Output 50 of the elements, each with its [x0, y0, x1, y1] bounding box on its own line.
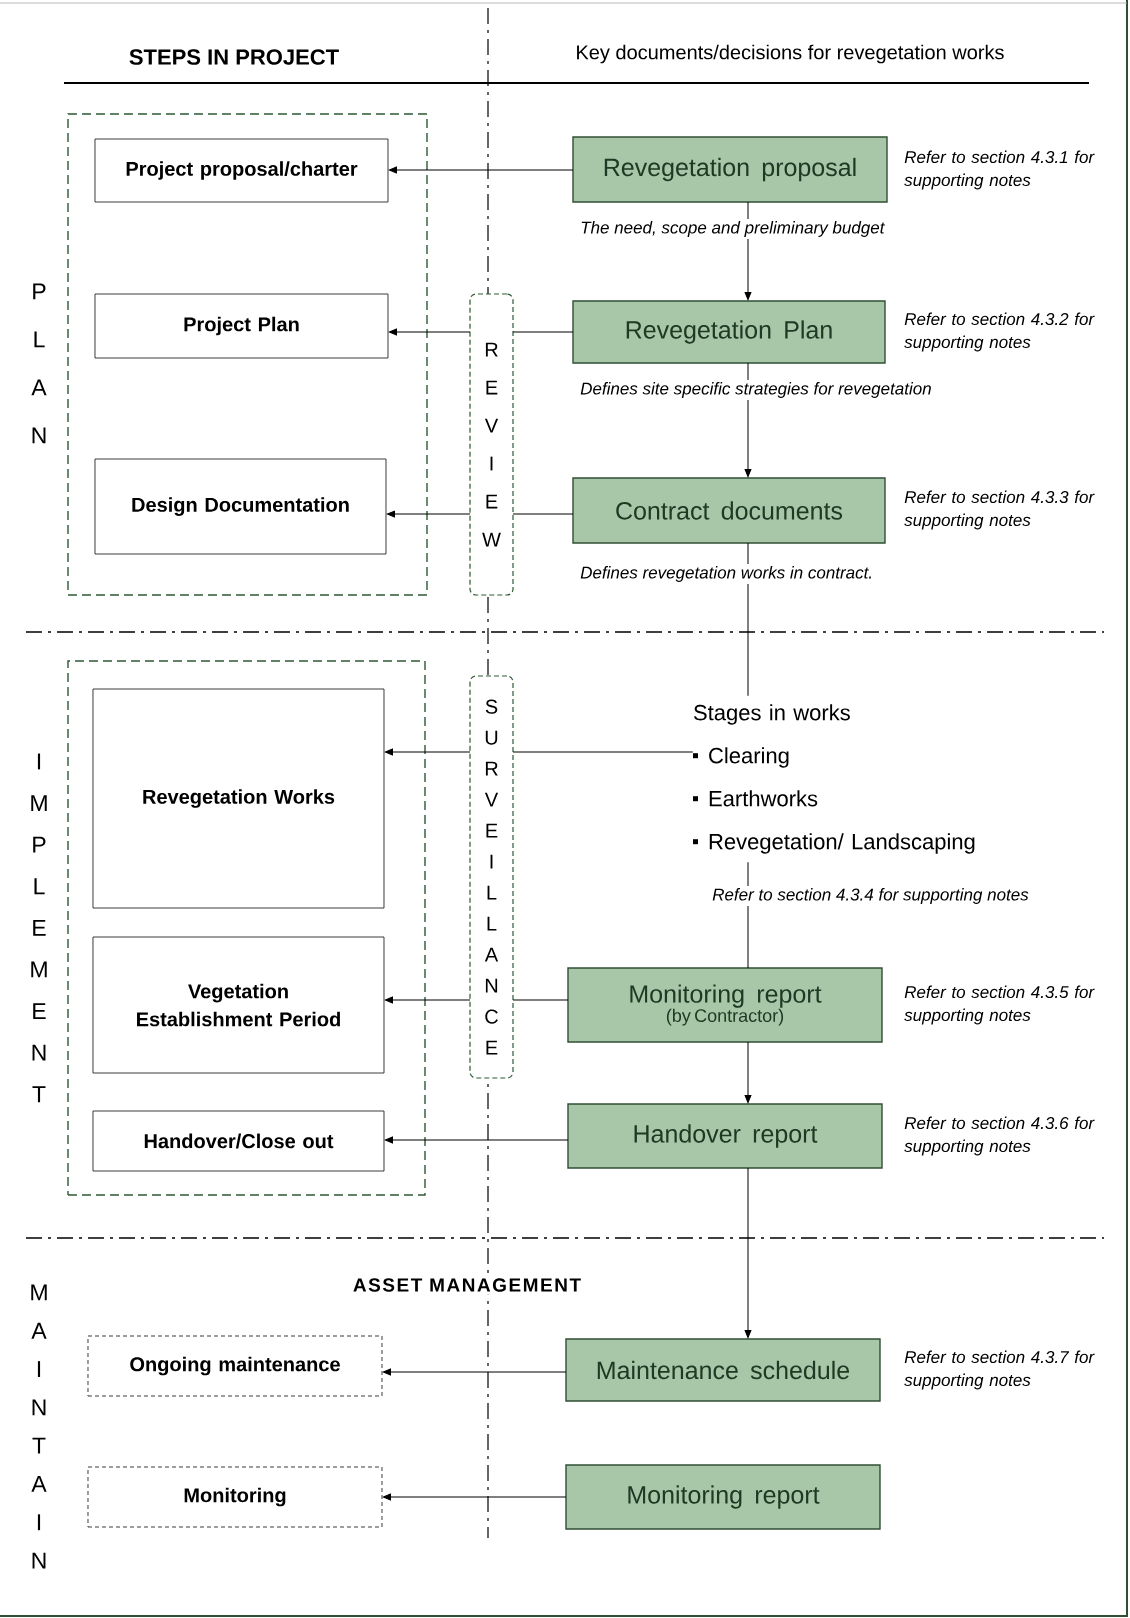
note-text: The need, scope and preliminary budget: [581, 221, 886, 237]
phase-label: PLAN: [31, 283, 47, 444]
phase-label: IMPLEMENT: [31, 753, 47, 1103]
section-heading: ASSET MANAGEMENT: [353, 1278, 581, 1292]
step-box: Design Documentation: [94, 458, 387, 555]
connector-line: [512, 513, 574, 515]
arrow: [388, 166, 574, 174]
vertical-label-box: REVIEW: [469, 293, 514, 596]
document-box: Maintenance schedule: [565, 1338, 881, 1402]
vertical-label-box: SURVEILLANCE: [469, 675, 514, 1079]
arrow: [384, 1136, 569, 1144]
arrow: [382, 1493, 567, 1501]
note-text: Refer to section 4.3.2 for supporting notes: [904, 312, 1095, 352]
arrow: [388, 328, 471, 336]
column-heading: Key documents/decisions for revegetation works: [577, 44, 1004, 64]
step-box: Project proposal/charter: [94, 138, 389, 203]
arrow: [744, 1041, 752, 1104]
step-box: Project Plan: [94, 293, 389, 359]
note-text: Refer to section 4.3.4 for supporting notes: [712, 888, 1029, 904]
dashed-group-box: [67, 113, 428, 596]
connector-line: [512, 751, 694, 753]
step-box: Ongoing maintenance: [87, 1335, 383, 1397]
note-text: Refer to section 4.3.3 for supporting notes: [904, 490, 1095, 530]
connector-line: [512, 999, 569, 1001]
document-box: Contract documents: [572, 477, 886, 544]
note-text: Refer to section 4.3.1 for supporting notes: [904, 150, 1095, 190]
arrow: [744, 1167, 752, 1339]
step-box: Handover/Close out: [92, 1110, 385, 1172]
document-box: Revegetation Plan: [572, 300, 886, 364]
stage-list: Stages in works Clearing Earthworks Revegetation/ Landscaping: [693, 704, 975, 854]
note-text: Refer to section 4.3.7 for supporting notes: [904, 1350, 1095, 1390]
document-box: Monitoring report (by Contractor): [567, 967, 883, 1043]
document-box: Revegetation proposal: [572, 136, 888, 203]
note-text: Refer to section 4.3.5 for supporting notes: [904, 985, 1095, 1025]
document-box: Monitoring report: [565, 1464, 881, 1530]
arrow: [384, 748, 471, 756]
arrow: [382, 1368, 567, 1376]
note-text: Defines revegetation works in contract.: [580, 566, 871, 582]
connector-line: [512, 331, 574, 333]
step-box: Monitoring: [87, 1466, 383, 1528]
arrow: [384, 996, 471, 1004]
step-box: Vegetation Establishment Period: [92, 936, 385, 1074]
phase-label: MAINTAIN: [31, 1284, 47, 1569]
note-text: Defines site specific strategies for revegetation: [580, 382, 931, 398]
note-text: Refer to section 4.3.6 for supporting notes: [904, 1116, 1095, 1156]
step-box: Revegetation Works: [92, 688, 385, 909]
document-box: Handover report: [567, 1103, 883, 1169]
column-heading: STEPS IN PROJECT: [129, 49, 339, 65]
arrow: [386, 510, 471, 518]
dashed-group-box: [67, 660, 426, 1196]
